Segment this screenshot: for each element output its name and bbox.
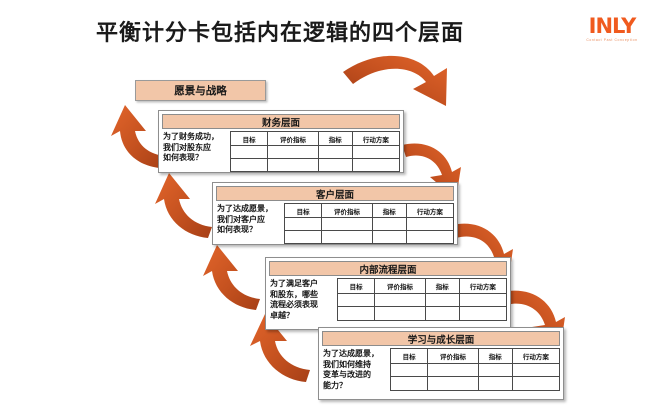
cell[interactable] (351, 145, 401, 159)
cell[interactable] (374, 292, 426, 308)
table-header-row: 目标 评价指标 指标 行动方案 (229, 131, 401, 146)
cell[interactable] (458, 306, 508, 321)
col-header-0: 目标 (229, 131, 269, 146)
table-header-row: 目标 评价指标 指标 行动方案 (336, 278, 508, 294)
cell[interactable] (511, 362, 561, 378)
col-header-2: 指标 (317, 131, 353, 146)
perspective-financial[interactable]: 财务层面 为了财务成功， 我们对股东应 如何表现？ 目标 评价指标 指标 行动方… (158, 110, 404, 173)
cell[interactable] (283, 230, 323, 244)
col-header-1: 评价指标 (374, 278, 426, 294)
cell[interactable] (458, 292, 508, 308)
cell[interactable] (371, 230, 407, 244)
cell[interactable] (371, 217, 407, 231)
perspective-internal-process-body: 为了满足客户 和股东，哪些 流程必须表现 卓越？ 目标 评价指标 指标 行动方案 (269, 278, 508, 321)
cell[interactable] (336, 292, 376, 308)
perspective-financial-question: 为了财务成功， 我们对股东应 如何表现？ (163, 132, 219, 162)
perspective-financial-body: 为了财务成功， 我们对股东应 如何表现？ 目标 评价指标 指标 行动方案 (162, 131, 401, 172)
perspective-learning-growth[interactable]: 学习与成长层面 为了达成愿景， 我们如何维持 变革与改进的 能力？ 目标 评价指… (318, 327, 564, 400)
cell[interactable] (374, 306, 426, 321)
col-header-2: 指标 (477, 348, 513, 364)
table-row[interactable] (283, 217, 455, 231)
cell[interactable] (389, 376, 429, 391)
cell[interactable] (317, 145, 353, 159)
vision-strategy-box[interactable]: 愿景与战略 (135, 80, 266, 101)
perspective-internal-process-table[interactable]: 目标 评价指标 指标 行动方案 (336, 278, 508, 321)
col-header-3: 行动方案 (511, 348, 561, 364)
col-header-1: 评价指标 (321, 203, 373, 218)
cell[interactable] (229, 158, 269, 172)
cell[interactable] (229, 145, 269, 159)
table-row[interactable] (336, 292, 508, 308)
col-header-3: 行动方案 (405, 203, 455, 218)
cell[interactable] (477, 362, 513, 378)
table-row[interactable] (389, 376, 561, 391)
col-header-2: 指标 (424, 278, 460, 294)
perspective-financial-table[interactable]: 目标 评价指标 指标 行动方案 (229, 131, 401, 172)
table-row[interactable] (229, 145, 401, 159)
perspective-customer[interactable]: 客户层面 为了达成愿景， 我们对客户应 如何表现？ 目标 评价指标 指标 行动方… (212, 182, 458, 245)
perspective-learning-growth-body: 为了达成愿景， 我们如何维持 变革与改进的 能力？ 目标 评价指标 指标 行动方… (322, 348, 561, 391)
col-header-0: 目标 (336, 278, 376, 294)
arrow-top-right-down (343, 55, 447, 106)
perspective-internal-process-header: 内部流程层面 (269, 261, 507, 276)
col-header-3: 行动方案 (458, 278, 508, 294)
cell[interactable] (317, 158, 353, 172)
cell[interactable] (267, 145, 319, 159)
perspective-learning-growth-title: 学习与成长层面 (407, 334, 475, 346)
arrow-left-up-2 (155, 173, 212, 238)
col-header-2: 指标 (371, 203, 407, 218)
cell[interactable] (424, 306, 460, 321)
cell[interactable] (283, 217, 323, 231)
table-row[interactable] (389, 362, 561, 378)
cell[interactable] (405, 230, 455, 244)
col-header-0: 目标 (283, 203, 323, 218)
perspective-learning-growth-question: 为了达成愿景， 我们如何维持 变革与改进的 能力？ (323, 349, 379, 390)
cell[interactable] (321, 230, 373, 244)
perspective-internal-process-question: 为了满足客户 和股东，哪些 流程必须表现 卓越？ (270, 279, 318, 320)
perspective-customer-header: 客户层面 (216, 186, 454, 201)
cell[interactable] (424, 292, 460, 308)
perspective-learning-growth-table[interactable]: 目标 评价指标 指标 行动方案 (389, 348, 561, 391)
perspective-customer-question: 为了达成愿景， 我们对客户应 如何表现？ (217, 204, 273, 234)
col-header-1: 评价指标 (267, 131, 319, 146)
table-header-row: 目标 评价指标 指标 行动方案 (283, 203, 455, 218)
cell[interactable] (267, 158, 319, 172)
cell[interactable] (336, 306, 376, 321)
perspective-financial-header: 财务层面 (162, 114, 400, 129)
cell[interactable] (321, 217, 373, 231)
cell[interactable] (477, 376, 513, 391)
table-row[interactable] (336, 306, 508, 321)
table-row[interactable] (229, 158, 401, 172)
perspective-customer-title: 客户层面 (315, 189, 354, 201)
logo-wordmark: INLY (588, 14, 637, 38)
vision-strategy-label: 愿景与战略 (174, 85, 227, 97)
cell[interactable] (511, 376, 561, 391)
cell[interactable] (427, 376, 479, 391)
cell[interactable] (405, 217, 455, 231)
inly-logo: INLY Contact Past Conception (576, 16, 648, 46)
perspective-learning-growth-header: 学习与成长层面 (322, 331, 560, 346)
page-title: 平衡计分卡包括内在逻辑的四个层面 (95, 20, 464, 45)
cell[interactable] (351, 158, 401, 172)
perspective-internal-process-title: 内部流程层面 (359, 264, 417, 276)
perspective-customer-body: 为了达成愿景， 我们对客户应 如何表现？ 目标 评价指标 指标 行动方案 (216, 203, 455, 244)
arrow-left-up-3 (203, 245, 260, 310)
cell[interactable] (389, 362, 429, 378)
perspective-financial-title: 财务层面 (261, 117, 300, 129)
col-header-1: 评价指标 (427, 348, 479, 364)
table-header-row: 目标 评价指标 指标 行动方案 (389, 348, 561, 364)
logo-tagline: Contact Past Conception (586, 38, 638, 42)
perspective-customer-table[interactable]: 目标 评价指标 指标 行动方案 (283, 203, 455, 244)
cell[interactable] (427, 362, 479, 378)
col-header-3: 行动方案 (351, 131, 401, 146)
table-row[interactable] (283, 230, 455, 244)
perspective-internal-process[interactable]: 内部流程层面 为了满足客户 和股东，哪些 流程必须表现 卓越？ 目标 评价指标 … (265, 257, 511, 330)
col-header-0: 目标 (389, 348, 429, 364)
